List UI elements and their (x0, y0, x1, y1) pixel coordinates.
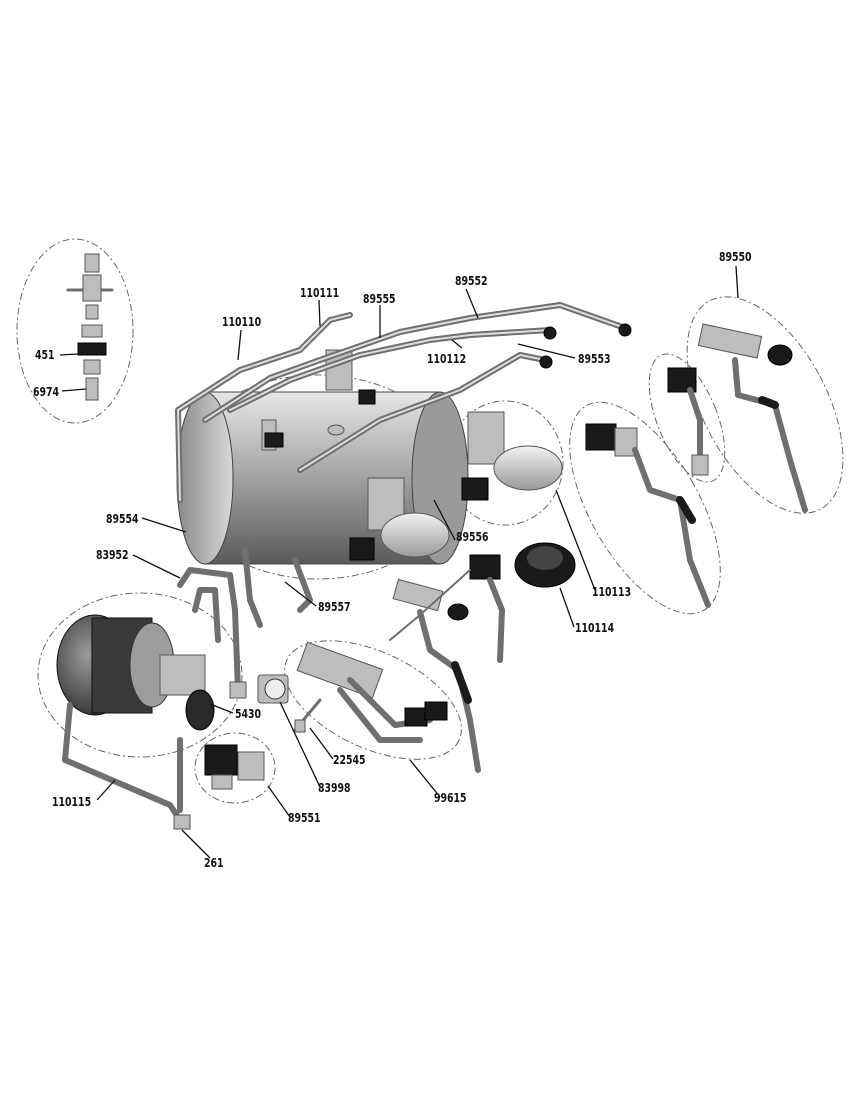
hot-water-group (585, 423, 711, 608)
part-label-22545: 22545 (333, 753, 366, 767)
part-label-89557: 89557 (318, 600, 351, 614)
part-label-5430: 5430 (235, 707, 262, 721)
part-label-89550: 89550 (719, 250, 752, 264)
part-label-89553: 89553 (578, 352, 611, 366)
hot-water-group-outline (569, 401, 721, 615)
part-label-451: 451 (35, 348, 55, 362)
part-label-110112: 110112 (427, 352, 467, 366)
part-label-110114: 110114 (575, 621, 615, 635)
part-label-89554: 89554 (106, 512, 139, 526)
solenoid-group (204, 744, 265, 790)
heating-element-right (461, 411, 563, 501)
pump-motor-group (56, 567, 247, 830)
heating-element-left (367, 477, 450, 558)
pipework (175, 302, 632, 628)
part-label-89555: 89555 (363, 292, 396, 306)
manifold-group-outline (284, 640, 462, 760)
center-valve-assembly (389, 554, 505, 773)
solenoid-group-outline (194, 732, 276, 804)
part-label-89551: 89551 (288, 811, 321, 825)
part-label-110115: 110115 (52, 795, 92, 809)
valve-group (667, 367, 709, 476)
part-label-83998: 83998 (318, 781, 351, 795)
part-label-99615: 99615 (434, 791, 467, 805)
steam-wand-group-outline (686, 296, 844, 514)
part-label-110110: 110110 (222, 315, 262, 329)
group-outlines (16, 238, 844, 804)
steam-wand-group (697, 323, 808, 513)
part-label-89552: 89552 (455, 274, 488, 288)
part-label-89556: 89556 (456, 530, 489, 544)
fitting-detail (66, 253, 114, 401)
part-label-261: 261 (204, 856, 224, 870)
manifold-group (293, 641, 448, 743)
gauge (257, 674, 306, 733)
valve-group-outline (648, 353, 726, 483)
heating-element-left-outline (446, 400, 564, 526)
part-label-110113: 110113 (592, 585, 632, 599)
part-label-6974: 6974 (33, 385, 60, 399)
pump-group-outline (37, 592, 243, 758)
leader-lines (59, 265, 739, 859)
pressure-switch (514, 542, 576, 588)
fitting-detail-outline (16, 238, 134, 424)
part-label-83952: 83952 (96, 548, 129, 562)
part-label-110111: 110111 (300, 286, 340, 300)
